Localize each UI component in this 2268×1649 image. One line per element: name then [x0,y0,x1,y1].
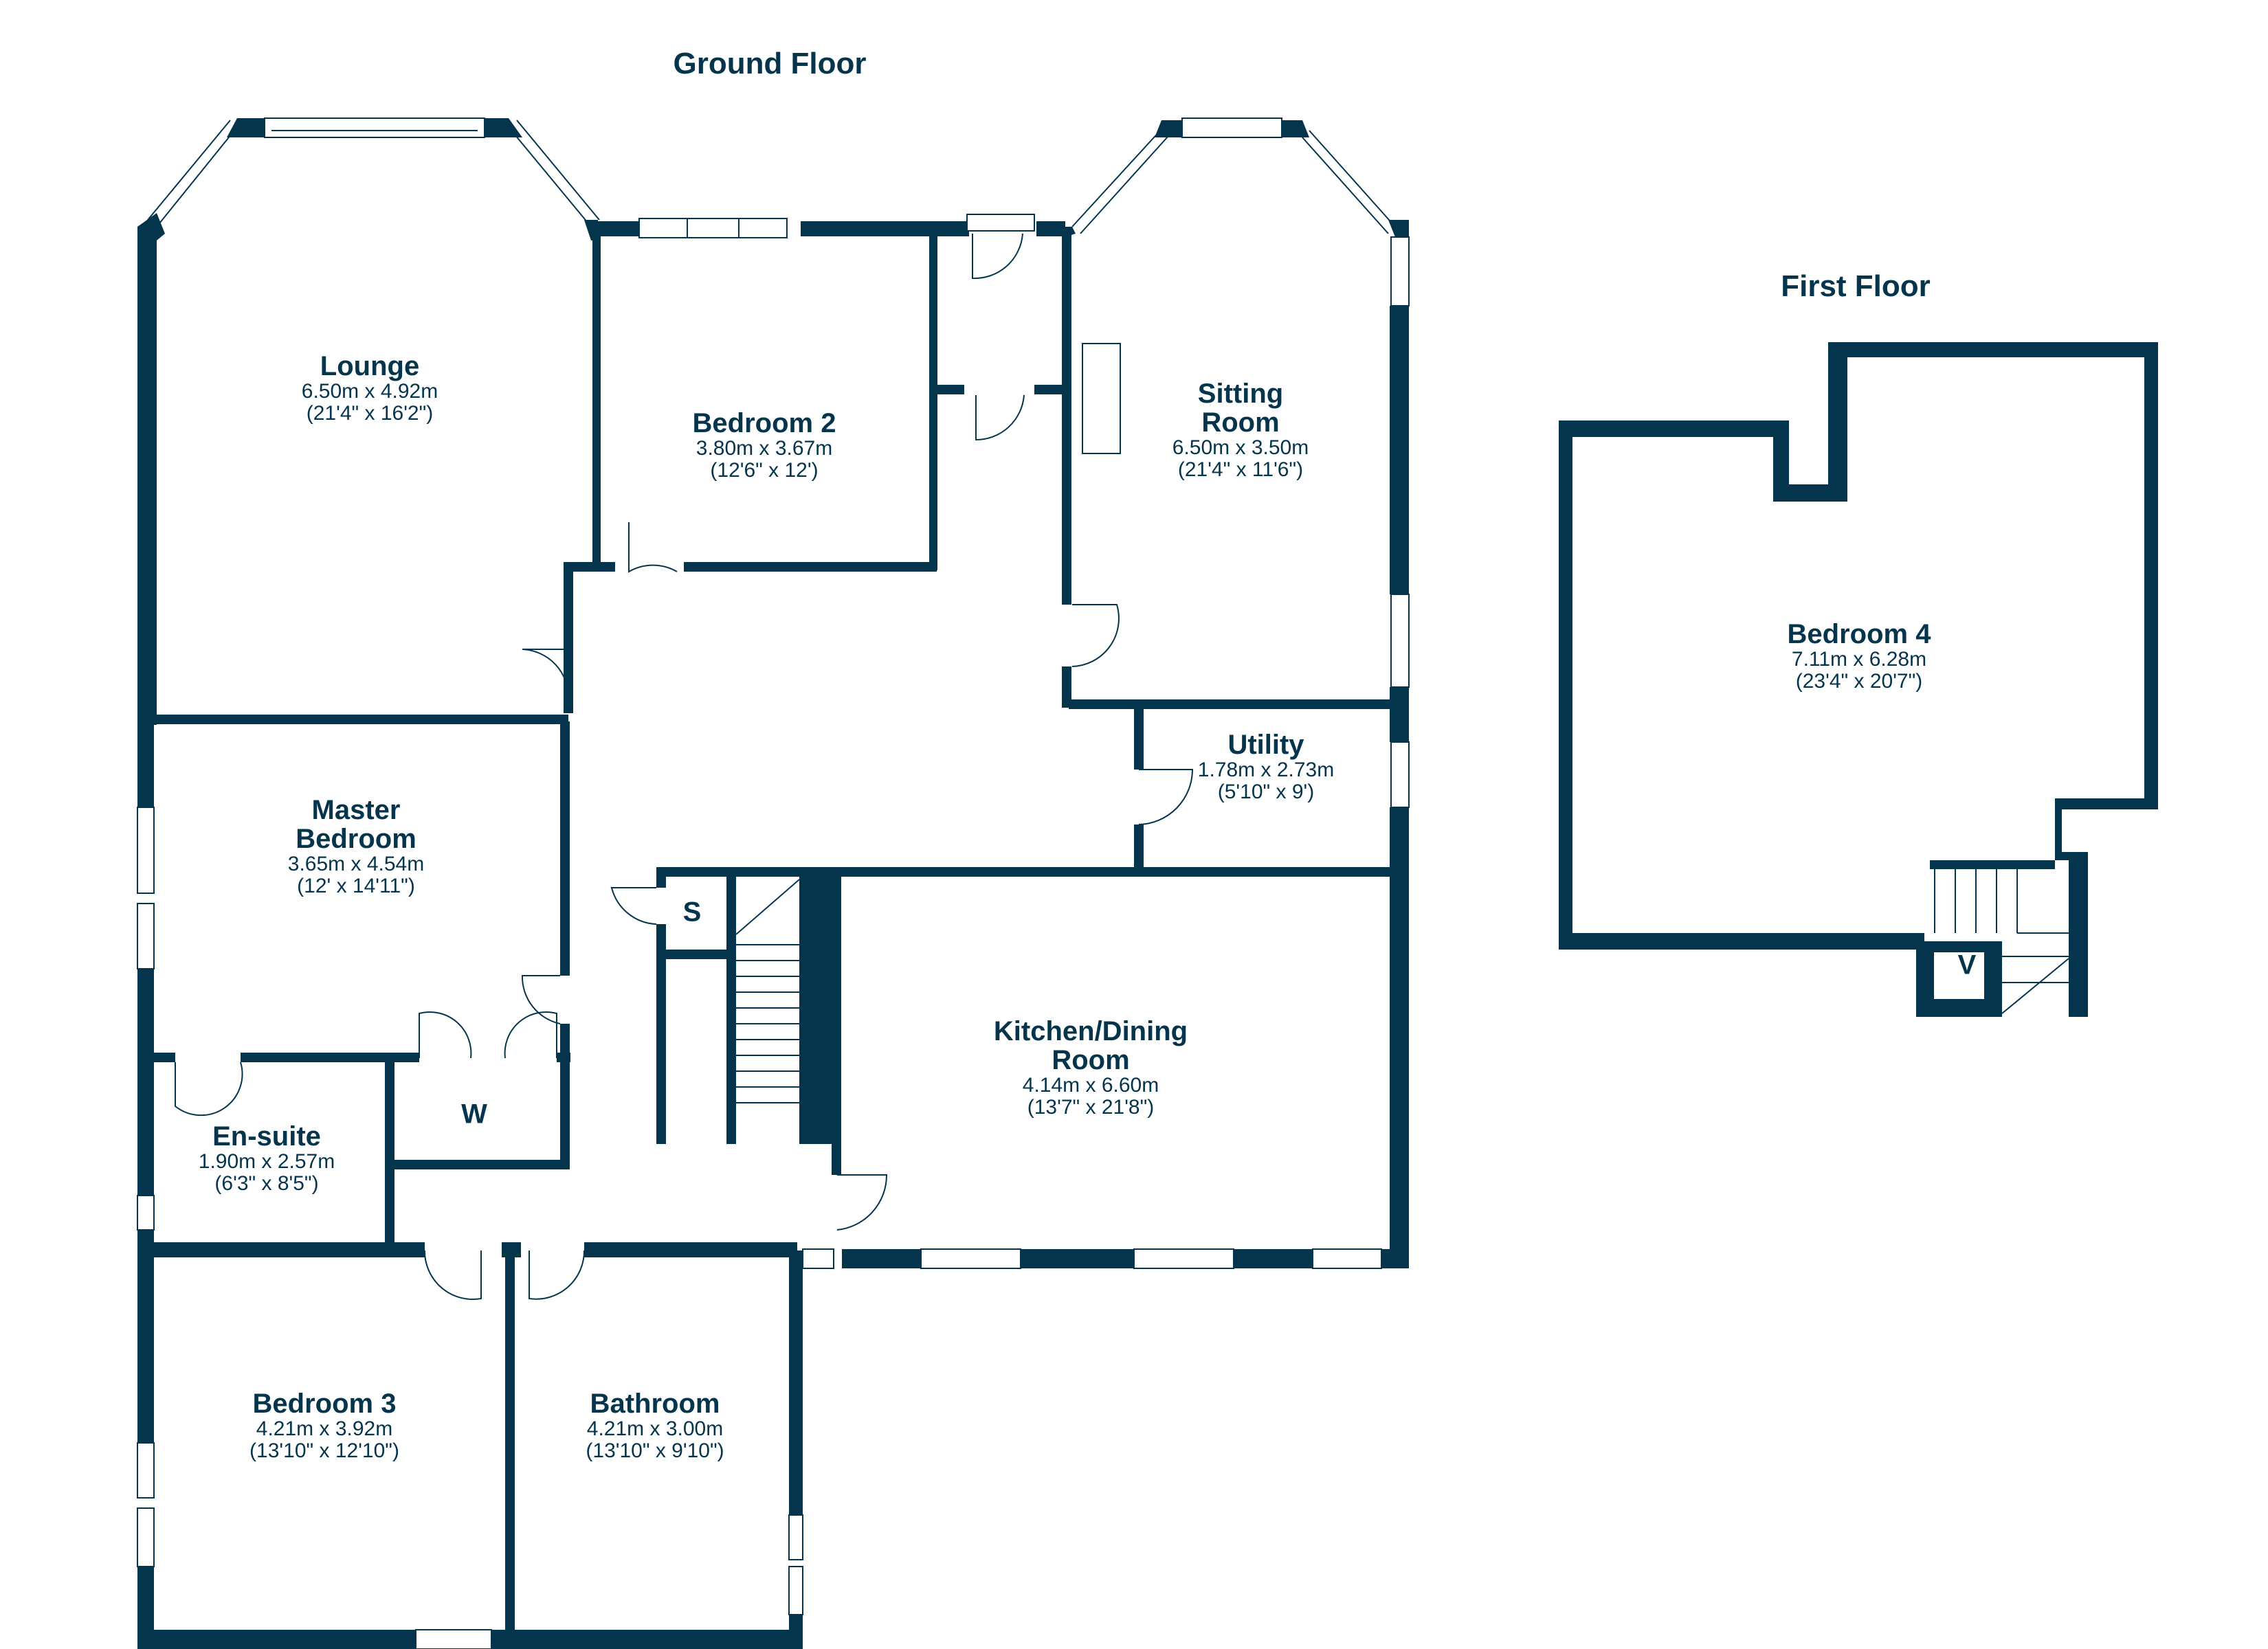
room-name-line1: Master [311,795,401,825]
store-tag: S [682,897,702,928]
room-imperial: (23'4" x 20'7") [1795,669,1923,693]
room-imperial: (21'4" x 11'6") [1177,458,1304,481]
ground-floor-windows [137,117,1410,1649]
room-name-line1: Kitchen/Dining [993,1016,1188,1046]
void-tag: V [1957,950,1977,980]
first-floor-walls [1559,342,2158,1017]
room-name: En-suite [212,1121,321,1152]
room-metric: 6.50m x 3.50m [1172,436,1309,459]
room-imperial: (12' x 14'11") [297,874,415,897]
room-name-line1: Sitting [1197,379,1284,409]
room-metric: 7.11m x 6.28m [1791,648,1927,671]
room-imperial: (13'10" x 12'10") [249,1439,399,1462]
room-metric: 1.90m x 2.57m [198,1150,335,1173]
stairs-ground [735,343,1121,1103]
room-imperial: (6'3" x 8'5") [214,1171,319,1195]
ground-floor-walls [137,118,1409,1649]
ground-floor-doors [175,233,1194,1301]
ground-floor-title: Ground Floor [673,47,867,80]
room-imperial: (12'6" x 12') [710,458,819,482]
room-name: Utility [1227,730,1304,760]
room-name: Lounge [320,351,420,381]
room-name: Bedroom 3 [252,1389,397,1419]
room-metric: 4.21m x 3.92m [256,1417,393,1440]
first-floor-title: First Floor [1781,269,1931,303]
room-label-master-bedroom: Master Bedroom 3.65m x 4.54m (12' x 14'1… [288,796,424,897]
room-label-en-suite: En-suite 1.90m x 2.57m (6'3" x 8'5") [199,1122,335,1194]
room-imperial: (13'10" x 9'10") [586,1439,724,1462]
room-metric: 3.80m x 3.67m [696,437,833,460]
room-metric: 1.78m x 2.73m [1197,759,1335,781]
room-metric: 3.65m x 4.54m [287,853,425,875]
room-name: Bedroom 2 [692,408,836,438]
room-label-kitchen-dining: Kitchen/Dining Room 4.14m x 6.60m (13'7"… [994,1017,1188,1118]
room-metric: 4.21m x 3.00m [586,1417,724,1440]
room-label-lounge: Lounge 6.50m x 4.92m (21'4" x 16'2") [302,352,438,424]
room-label-sitting-room: Sitting Room 6.50m x 3.50m (21'4" x 11'6… [1172,379,1309,480]
room-metric: 6.50m x 4.92m [301,380,438,403]
room-label-utility: Utility 1.78m x 2.73m (5'10" x 9') [1198,730,1334,803]
room-imperial: (13'7" x 21'8") [1027,1095,1155,1119]
room-label-bedroom-2: Bedroom 2 3.80m x 3.67m (12'6" x 12') [693,409,836,481]
room-name-line2: Bedroom [296,824,416,854]
room-imperial: (21'4" x 16'2") [306,401,434,425]
room-name-line2: Room [1201,407,1280,438]
room-label-bedroom-4: Bedroom 4 7.11m x 6.28m (23'4" x 20'7") [1788,620,1931,692]
room-name: Bedroom 4 [1787,619,1931,649]
room-name-line2: Room [1052,1045,1130,1075]
room-metric: 4.14m x 6.60m [1022,1074,1159,1097]
room-label-bathroom: Bathroom 4.21m x 3.00m (13'10" x 9'10") [586,1389,724,1461]
stairs-first [1934,869,2069,1014]
wardrobe-tag: W [461,1099,487,1130]
room-imperial: (5'10" x 9') [1217,780,1315,803]
room-label-bedroom-3: Bedroom 3 4.21m x 3.92m (13'10" x 12'10"… [249,1389,399,1461]
room-name: Bathroom [590,1389,720,1419]
